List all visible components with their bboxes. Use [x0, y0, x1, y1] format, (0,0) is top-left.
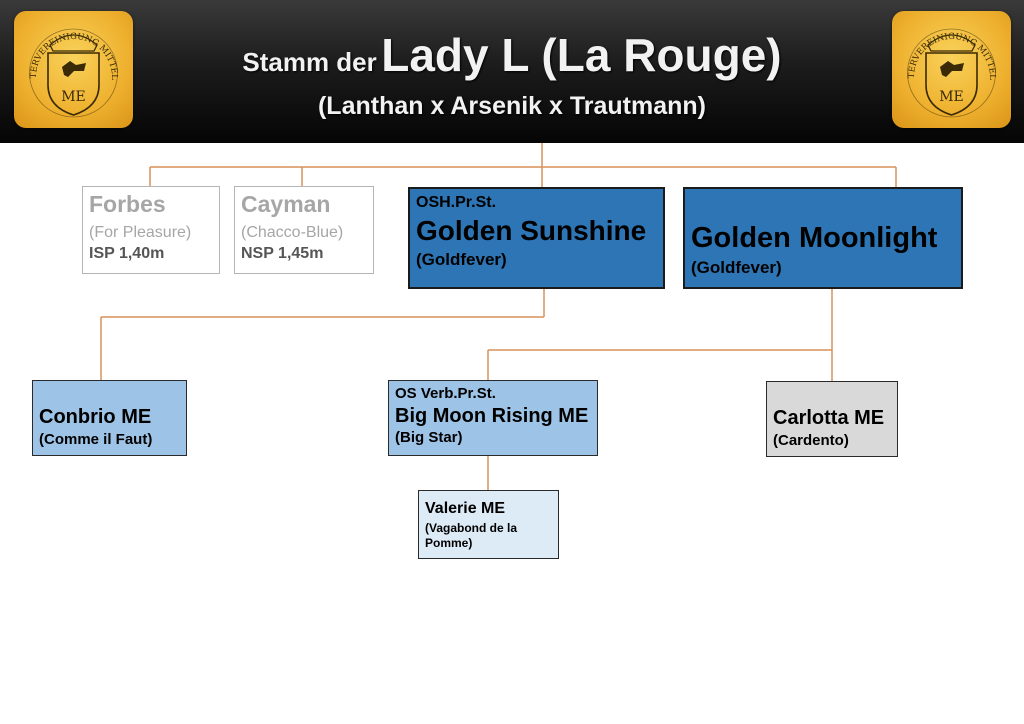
- horse-sire-line1: (Vagabond de la: [425, 521, 518, 536]
- node-valerie: Valerie ME (Vagabond de la Pomme): [418, 490, 559, 559]
- horse-name: Big Moon Rising ME: [395, 405, 589, 427]
- horse-result: ISP 1,40m: [89, 244, 165, 262]
- horse-name: Conbrio ME: [39, 406, 152, 428]
- horse-sire: (Comme il Faut): [39, 431, 153, 448]
- logo-left: ME ZÜCHTERVEREINIGUNG MITTELERDE: [14, 11, 133, 128]
- node-carlotta: Carlotta ME (Cardento): [766, 381, 898, 457]
- node-golden-moonlight: Golden Moonlight (Goldfever): [683, 187, 963, 289]
- page-title: Stamm der Lady L (La Rouge): [0, 28, 1024, 82]
- node-cayman: Cayman (Chacco-Blue) NSP 1,45m: [234, 186, 374, 274]
- breeder-seal-icon: ME ZÜCHTERVEREINIGUNG MITTELERDE: [14, 11, 119, 118]
- node-forbes: Forbes (For Pleasure) ISP 1,40m: [82, 186, 220, 274]
- horse-name: Carlotta ME: [773, 407, 885, 429]
- horse-sire: (Cardento): [773, 432, 849, 449]
- horse-title: OS Verb.Pr.St.: [395, 385, 496, 402]
- title-main: Lady L (La Rouge): [381, 29, 782, 81]
- title-prefix: Stamm der: [242, 47, 377, 77]
- horse-sire: (Goldfever): [416, 249, 507, 269]
- horse-result: NSP 1,45m: [241, 244, 324, 262]
- horse-name: Forbes: [89, 191, 166, 217]
- horse-sire: (Chacco-Blue): [241, 223, 344, 241]
- page-subtitle: (Lanthan x Arsenik x Trautmann): [317, 92, 707, 120]
- node-golden-sunshine: OSH.Pr.St. Golden Sunshine (Goldfever): [408, 187, 665, 289]
- horse-sire: (Goldfever): [691, 257, 782, 277]
- breeder-seal-icon: ME ZÜCHTERVEREINIGUNG MITTELERDE: [892, 11, 997, 118]
- logo-letters: ME: [939, 89, 964, 105]
- header-banner: Stamm der Lady L (La Rouge) (Lanthan x A…: [0, 0, 1024, 143]
- horse-name: Golden Sunshine: [416, 215, 647, 247]
- logo-right: ME ZÜCHTERVEREINIGUNG MITTELERDE: [892, 11, 1011, 128]
- node-big-moon-rising: OS Verb.Pr.St. Big Moon Rising ME (Big S…: [388, 380, 598, 456]
- logo-letters: ME: [61, 89, 86, 105]
- horse-name: Golden Moonlight: [691, 222, 938, 254]
- horse-sire-line2: Pomme): [425, 535, 473, 550]
- node-conbrio: Conbrio ME (Comme il Faut): [32, 380, 187, 456]
- horse-sire: (Big Star): [395, 429, 463, 446]
- horse-title: OSH.Pr.St.: [416, 194, 497, 211]
- horse-sire: (For Pleasure): [89, 223, 192, 241]
- horse-name: Cayman: [241, 191, 331, 217]
- horse-name: Valerie ME: [425, 500, 506, 517]
